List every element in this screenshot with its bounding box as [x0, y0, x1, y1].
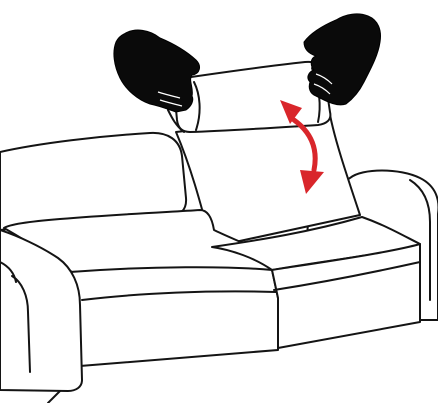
left-hand-icon [114, 30, 200, 112]
right-hand-icon [304, 14, 381, 105]
